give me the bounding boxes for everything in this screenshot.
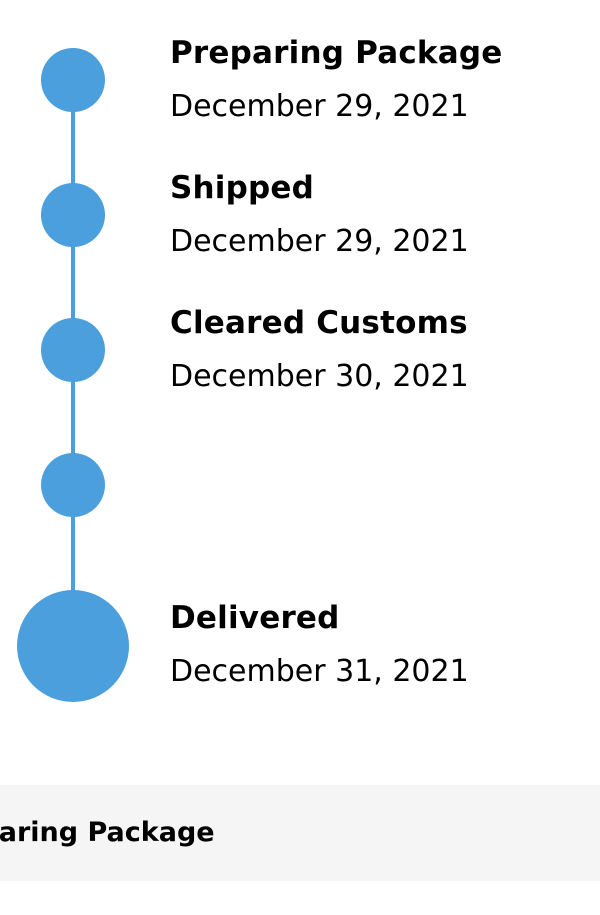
step-title: Cleared Customs (170, 305, 468, 341)
step-date: December 29, 2021 (170, 89, 469, 124)
timeline-step: Preparing Package December 29, 2021 (170, 34, 502, 126)
step-title: Preparing Package (170, 35, 503, 71)
step-date: December 31, 2021 (170, 654, 469, 689)
step-marker-cleared-customs (41, 318, 105, 382)
step-title: Delivered (170, 600, 340, 636)
timeline-step: Shipped December 29, 2021 (170, 169, 469, 261)
step-date: December 30, 2021 (170, 359, 469, 394)
step-marker-preparing-package (41, 48, 105, 112)
step-marker-pending (41, 453, 105, 517)
timeline-step: Delivered December 31, 2021 (170, 599, 469, 691)
step-marker-shipped (41, 183, 105, 247)
tracking-timeline: Preparing Package December 29, 2021 Ship… (17, 34, 502, 702)
step-title: Shipped (170, 170, 315, 206)
bottom-bar[interactable]: Preparing Package (0, 785, 600, 881)
step-date: December 29, 2021 (170, 224, 469, 259)
bottom-bar-label: Preparing Package (0, 817, 215, 848)
step-marker-delivered (17, 590, 129, 702)
timeline-step: Cleared Customs December 30, 2021 (170, 304, 469, 396)
